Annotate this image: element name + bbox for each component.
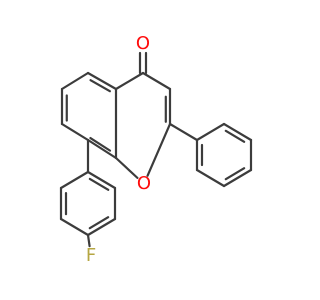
phenyl-bond-1 [195, 122, 226, 142]
carbonyl-oxygen-label: O [136, 33, 150, 54]
bond-c4a-c4 [114, 71, 145, 91]
bond-c8-c8a [86, 138, 118, 160]
phenyl-bond-2 [222, 122, 253, 142]
bond-c7-c8 [60, 122, 90, 142]
phenyl-bond-2-double [224, 129, 246, 143]
fluorophenyl-bond-1-double [88, 177, 110, 191]
fluorophenyl-bond-6 [59, 170, 90, 190]
atom-label-layer: O O F [86, 33, 151, 266]
fluorophenyl-bond-3 [86, 217, 117, 237]
structure-canvas: O O F [59, 33, 253, 266]
bond-c5-c6 [60, 71, 90, 91]
bond-c4a-c5-double [89, 79, 111, 93]
bond-c4-c3 [141, 71, 172, 91]
bond-c-f [86, 233, 91, 248]
bond-c2-o1 [146, 122, 172, 177]
bond-c8-c8a-double [89, 136, 112, 152]
bond-c4a-c5 [86, 71, 118, 91]
fluorophenyl-bond-3-double [88, 216, 110, 230]
fluorine-label: F [86, 245, 96, 266]
molecule-diagram: O O F [59, 33, 253, 266]
bond-o1-c8a [114, 156, 139, 179]
bond-layer [59, 51, 253, 248]
ring-oxygen-label: O [137, 173, 151, 194]
fluorophenyl-bond-1 [86, 170, 117, 190]
phenyl-bond-4-double [224, 167, 246, 181]
bond-c2-phenyl [168, 122, 199, 142]
fluorophenyl-bond-4 [59, 217, 90, 237]
phenyl-bond-4 [222, 168, 253, 188]
phenyl-bond-5 [195, 168, 226, 188]
